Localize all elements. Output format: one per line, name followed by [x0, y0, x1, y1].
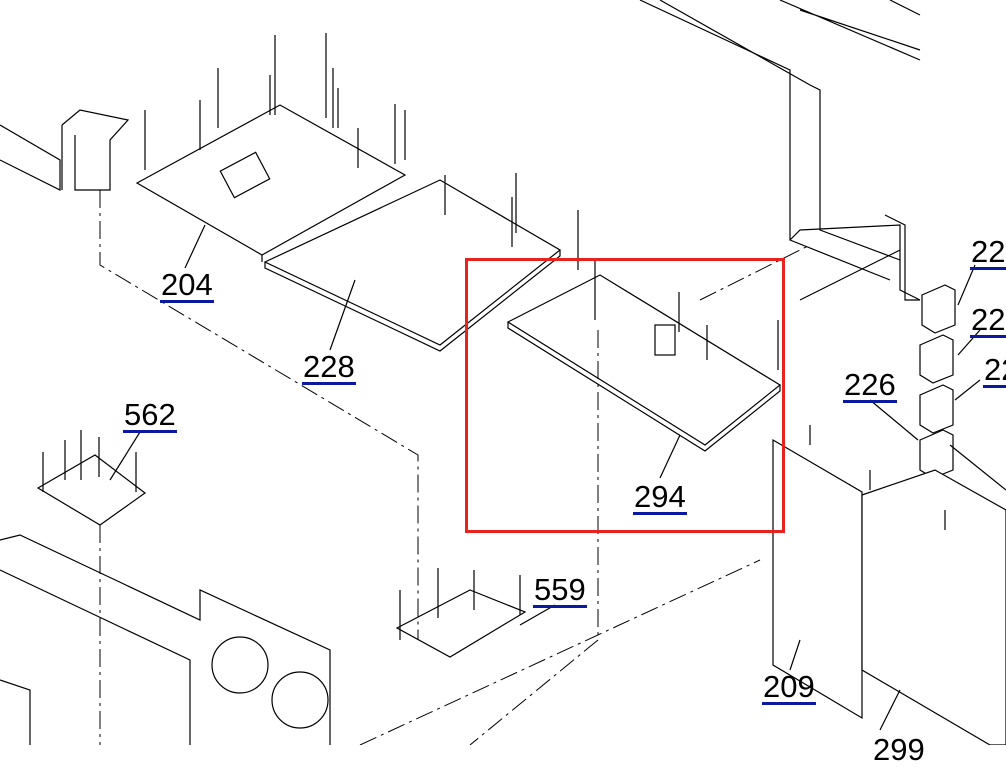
- part-label-299[interactable]: 299: [873, 732, 925, 767]
- board-228: [263, 179, 562, 352]
- part-label-204[interactable]: 204: [160, 267, 214, 303]
- board-294: [506, 274, 782, 452]
- part-label-226[interactable]: 226: [843, 367, 897, 403]
- ribbon-cable-right: [639, 0, 921, 301]
- part-label-228[interactable]: 228: [302, 349, 356, 385]
- part-label-209[interactable]: 209: [762, 669, 816, 705]
- connector-parts: [919, 264, 1006, 491]
- leader-lines: [109, 224, 919, 731]
- exploded-parts-diagram: [0, 0, 1006, 745]
- panel-209: [772, 438, 863, 720]
- part-label-559[interactable]: 559: [533, 572, 587, 608]
- part-label-22-middle[interactable]: 22: [970, 302, 1006, 338]
- highlight-box-294: [465, 258, 785, 533]
- part-label-294[interactable]: 294: [633, 479, 687, 515]
- part-label-22-lower[interactable]: 22: [983, 354, 1006, 388]
- assembly-lines: [99, 190, 811, 745]
- board-299: [861, 469, 1006, 745]
- part-label-562[interactable]: 562: [123, 397, 177, 433]
- part-label-22-top[interactable]: 22: [970, 234, 1006, 270]
- chassis-frame: [0, 534, 331, 745]
- board-562: [36, 454, 147, 526]
- screws: [42, 33, 946, 640]
- board-204: [135, 104, 407, 262]
- ribbon-cable-left: [0, 109, 130, 191]
- board-559: [395, 589, 527, 658]
